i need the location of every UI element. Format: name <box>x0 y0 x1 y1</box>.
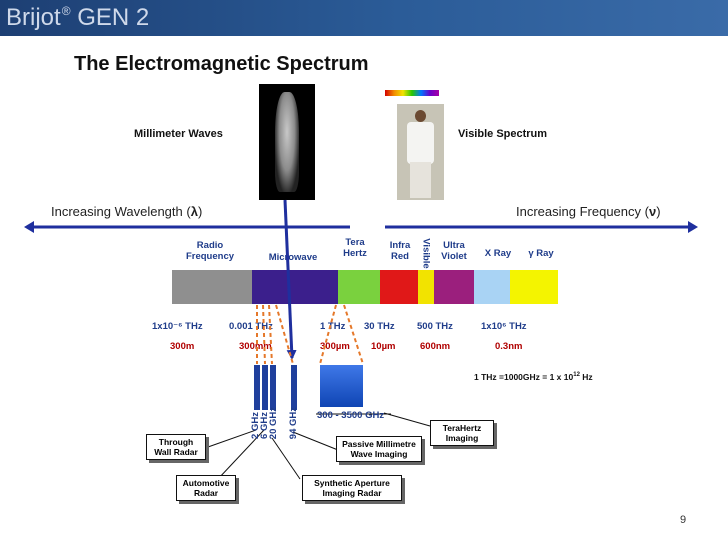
microwave-bars <box>254 365 297 410</box>
header-bar: Brijot® GEN 2 <box>0 0 728 36</box>
mmw-pointer-line <box>283 199 297 360</box>
freq-tick-4: 30 THz <box>364 321 395 332</box>
visible-spectrum-image <box>397 104 444 200</box>
band-visible <box>418 270 434 304</box>
thz-range-label: 300 - 3500 GHz <box>317 410 385 421</box>
visible-label: Visible Spectrum <box>458 128 548 140</box>
freq-tick-3: 1 THz <box>320 321 346 332</box>
band-infra-red <box>380 270 418 304</box>
band-ray <box>510 270 558 304</box>
frequency-arrow-label: Increasing Frequency (ν) <box>516 204 661 219</box>
freq-tick-2: 0.001 THz <box>229 321 273 332</box>
mmw-label: Millimeter Waves <box>134 128 223 140</box>
band-x-ray <box>474 270 510 304</box>
page-number: 9 <box>680 514 687 526</box>
wavelength-arrow-label: Increasing Wavelength (λ) <box>51 204 203 219</box>
visible-spectrum-bar <box>385 90 439 96</box>
freq-tick-5: 500 THz <box>417 321 453 332</box>
mw-freq-20ghz: 20 GHz <box>268 407 279 440</box>
band-tera-hertz <box>338 270 380 304</box>
band-label-gamma: γ Ray <box>528 248 554 259</box>
wave-tick-2: 300mm <box>239 341 272 352</box>
freq-tick-6: 1x10⁶ THz <box>481 321 527 332</box>
conversion-note: 1 THz =1000GHz = 1 x 1012 Hz <box>474 372 593 382</box>
band-label-xray: X Ray <box>484 248 512 259</box>
dashed-connectors <box>256 304 364 365</box>
freq-tick-1: 1x10⁻⁶ THz <box>152 321 203 332</box>
brand-logo: Brijot® GEN 2 <box>6 4 150 31</box>
wave-tick-5: 600nm <box>420 341 451 352</box>
mw-freq-94ghz: 94 GHz <box>288 407 299 440</box>
band-ultra-violet <box>434 270 474 304</box>
application-connectors <box>207 412 431 480</box>
slide-title: The Electromagnetic Spectrum <box>74 53 369 75</box>
wave-tick-4: 10µm <box>371 341 396 352</box>
band-label-microwave: Microwave <box>268 252 318 263</box>
wave-tick-6: 0.3nm <box>495 341 523 352</box>
wave-tick-1: 300m <box>170 341 195 352</box>
band-radio-frequency <box>172 270 252 304</box>
thz-range-block <box>320 365 363 407</box>
millimeter-wave-image <box>259 84 315 200</box>
wave-tick-3: 300µm <box>320 341 350 352</box>
band-microwave <box>252 270 338 304</box>
